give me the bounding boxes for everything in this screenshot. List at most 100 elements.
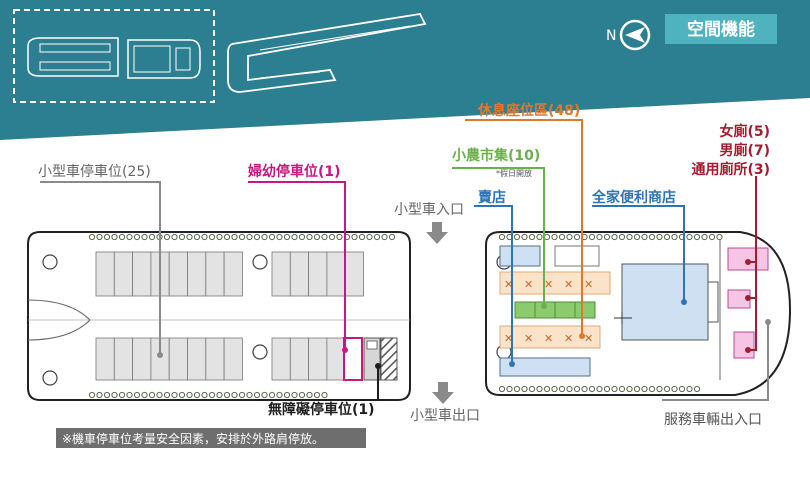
shrub-dot bbox=[603, 233, 611, 241]
label-shop: 賣店 bbox=[477, 189, 506, 206]
shrub-dot bbox=[216, 391, 223, 399]
shrub-dot bbox=[381, 233, 388, 241]
shrub-dot bbox=[498, 385, 506, 393]
shrub-dot bbox=[253, 233, 261, 241]
shrub-dot bbox=[366, 233, 373, 241]
shrub-dot bbox=[276, 233, 283, 241]
shrub-dot bbox=[261, 391, 268, 399]
parking-stall bbox=[344, 251, 364, 297]
parking-stall bbox=[289, 251, 309, 297]
shrub-dot bbox=[641, 385, 648, 393]
shrub-dot bbox=[551, 233, 558, 241]
shrub-dot bbox=[543, 385, 551, 393]
shrub-dot bbox=[618, 233, 626, 241]
shrub-dot bbox=[201, 233, 208, 241]
shrub-dot bbox=[163, 233, 171, 241]
parking-stall bbox=[187, 337, 207, 381]
shrub-dot bbox=[671, 385, 678, 393]
shrub-dot bbox=[298, 233, 306, 241]
shrub-dot bbox=[528, 385, 536, 393]
shrub-dot bbox=[276, 391, 283, 399]
section-title-box bbox=[665, 14, 777, 44]
shrub-dot bbox=[648, 233, 656, 241]
parking-stall bbox=[95, 251, 115, 297]
shrub-dot bbox=[708, 233, 716, 241]
familymart-store bbox=[621, 263, 709, 341]
shrub-dot bbox=[543, 233, 551, 241]
label-car-entrance: 小型車入口 bbox=[394, 201, 464, 218]
parking-stall bbox=[271, 251, 291, 297]
shrub-dot bbox=[588, 233, 596, 241]
seat-icon: ✕ bbox=[564, 278, 573, 291]
seat-icon: ✕ bbox=[524, 278, 533, 291]
shrub-dot bbox=[313, 391, 321, 399]
shrub-dot bbox=[351, 233, 358, 241]
label-mens-restroom: 男廁(7) bbox=[719, 142, 770, 159]
seating-zone-upper bbox=[499, 271, 611, 295]
shrub-dot bbox=[373, 233, 381, 241]
shrub-dot bbox=[506, 385, 513, 393]
shrub-dot bbox=[298, 391, 306, 399]
label-universal-restroom: 通用廁所(3) bbox=[691, 161, 770, 178]
shrub-dot bbox=[223, 233, 231, 241]
shrub-dot bbox=[88, 391, 96, 399]
label-farmers-market: 小農市集(10) bbox=[452, 147, 540, 164]
shrub-dot bbox=[223, 391, 231, 399]
parking-stall bbox=[132, 251, 152, 297]
shrub-dot bbox=[141, 233, 148, 241]
seat-icon: ✕ bbox=[504, 332, 513, 345]
shrub-dot bbox=[388, 233, 396, 241]
service-building: ✕✕✕✕✕ ✕✕✕✕✕ bbox=[485, 231, 792, 396]
parking-stall bbox=[223, 337, 243, 381]
universal-restroom-block bbox=[733, 331, 755, 359]
shrub-dot bbox=[201, 391, 208, 399]
shrub-dot bbox=[558, 233, 566, 241]
shrub-dot bbox=[208, 391, 216, 399]
shrub-dot bbox=[261, 233, 268, 241]
leader-farmers-market bbox=[452, 167, 545, 306]
shrub-dot bbox=[573, 233, 581, 241]
shrub-dot bbox=[178, 233, 186, 241]
compass-letter: N bbox=[606, 28, 616, 44]
parking-stall bbox=[289, 337, 309, 381]
label-accessible-parking: 無障礙停車位(1) bbox=[268, 401, 375, 418]
shrub-dot bbox=[551, 385, 558, 393]
shrub-dot bbox=[528, 233, 536, 241]
shrub-dot bbox=[611, 385, 618, 393]
shrub-dot bbox=[513, 233, 521, 241]
shrub-dot bbox=[253, 391, 261, 399]
wheelchair-icon bbox=[366, 340, 378, 350]
shrub-dot bbox=[536, 233, 543, 241]
shrub-dot bbox=[96, 391, 103, 399]
shrub-dot bbox=[321, 391, 328, 399]
parking-stall bbox=[271, 337, 291, 381]
shrub-dot bbox=[596, 233, 603, 241]
entrance-arrow-icon bbox=[426, 222, 448, 244]
shrub-dot bbox=[118, 233, 126, 241]
shrub-dot bbox=[581, 385, 588, 393]
parking-lot-left bbox=[27, 231, 411, 401]
parking-stall bbox=[205, 251, 225, 297]
shrub-dot bbox=[641, 233, 648, 241]
shrub-dot bbox=[321, 233, 328, 241]
shrub-dot bbox=[283, 391, 291, 399]
shrub-dot bbox=[208, 233, 216, 241]
leader-rest-seating bbox=[465, 119, 583, 336]
shrub-dot bbox=[701, 233, 708, 241]
leader-shop bbox=[474, 205, 513, 364]
shrub-dot bbox=[633, 385, 641, 393]
section-title: 空間機能 bbox=[687, 19, 755, 40]
motorcycle-note: ※機車停車位考量安全因素，安排於外路肩停放。 bbox=[62, 431, 324, 446]
shrub-dot bbox=[678, 385, 686, 393]
shrub-dot bbox=[656, 233, 663, 241]
shrub-dot bbox=[216, 233, 223, 241]
seat-icon: ✕ bbox=[584, 332, 593, 345]
shrub-dot bbox=[716, 233, 723, 241]
shrub-dot bbox=[163, 391, 171, 399]
parking-stall bbox=[308, 251, 328, 297]
shrub-dot bbox=[618, 385, 626, 393]
shrub-dot bbox=[573, 385, 581, 393]
north-compass-icon: N bbox=[606, 19, 651, 51]
